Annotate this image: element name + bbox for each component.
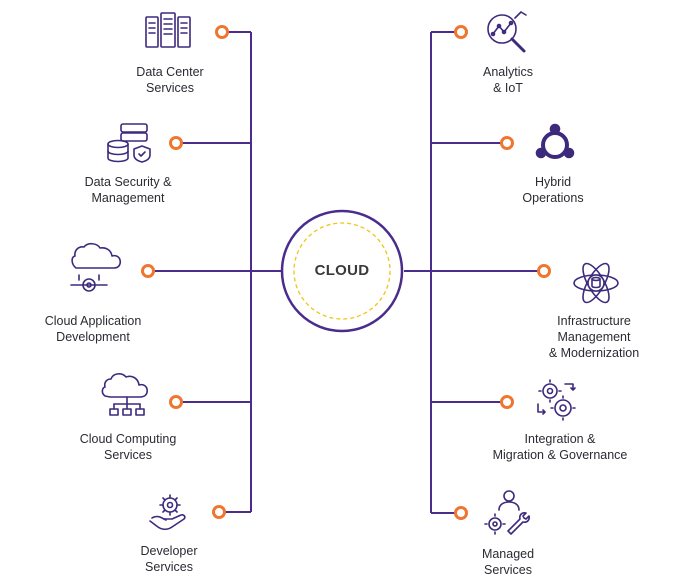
cloud-center-circle xyxy=(280,209,404,333)
connector-dot xyxy=(500,395,514,409)
label-line: Managed xyxy=(481,547,535,561)
label-line: & Modernization xyxy=(548,346,640,360)
label-line: Data Center xyxy=(136,65,204,79)
connector-dot xyxy=(169,136,183,150)
label-data-center-services: Data Center Services xyxy=(90,64,250,96)
label-line: Services xyxy=(146,81,194,95)
label-line: Cloud Computing xyxy=(79,432,177,446)
person-tools-icon xyxy=(484,490,530,535)
label-line: Integration & xyxy=(524,432,596,446)
label-line: Development xyxy=(56,330,130,344)
connector-dot xyxy=(454,25,468,39)
hand-gear-icon xyxy=(149,494,186,531)
connector-dots xyxy=(141,25,551,520)
connector-dot xyxy=(169,395,183,409)
connector-dot xyxy=(537,264,551,278)
magnifier-chart-icon xyxy=(487,11,527,53)
label-line: Operations xyxy=(522,191,584,205)
label-line: Migration & Governance xyxy=(492,448,628,462)
atom-database-icon xyxy=(573,262,619,304)
label-infrastructure-management: Infrastructure Management & Modernizatio… xyxy=(514,313,674,361)
label-line: Services xyxy=(484,563,532,577)
cloud-network-icon xyxy=(101,373,148,416)
label-hybrid-operations: Hybrid Operations xyxy=(473,174,633,206)
label-line: Services xyxy=(104,448,152,462)
label-cloud-application-development: Cloud Application Development xyxy=(13,313,173,345)
cloud-gear-icon xyxy=(70,242,122,292)
label-line: Developer xyxy=(140,544,198,558)
label-line: Services xyxy=(145,560,193,574)
label-data-security-management: Data Security & Management xyxy=(48,174,208,206)
label-cloud-computing-services: Cloud Computing Services xyxy=(48,431,208,463)
label-line: & IoT xyxy=(493,81,523,95)
connector-dot xyxy=(454,506,468,520)
connector-dot xyxy=(141,264,155,278)
label-analytics-iot: Analytics & IoT xyxy=(428,64,588,96)
gears-arrows-icon xyxy=(537,379,576,421)
label-line: Cloud Application xyxy=(44,314,142,328)
label-line: Management xyxy=(557,330,631,344)
label-line: Management xyxy=(91,191,165,205)
connector-dot xyxy=(215,25,229,39)
label-integration-migration-governance: Integration & Migration & Governance xyxy=(475,431,645,463)
connector-dot xyxy=(212,505,226,519)
server-rack-icon xyxy=(145,12,191,48)
label-line: Hybrid xyxy=(534,175,572,189)
label-line: Analytics xyxy=(482,65,534,79)
label-line: Data Security & xyxy=(84,175,172,189)
ubuntu-cycle-icon xyxy=(535,123,575,159)
label-developer-services: Developer Services xyxy=(89,543,249,575)
database-shield-icon xyxy=(107,123,151,163)
right-connector-lines xyxy=(404,31,538,514)
label-managed-services: Managed Services xyxy=(428,546,588,578)
left-connector-lines xyxy=(153,31,283,513)
label-line: Infrastructure xyxy=(557,314,631,328)
connector-dot xyxy=(500,136,514,150)
cloud-center-label: CLOUD xyxy=(314,262,370,279)
